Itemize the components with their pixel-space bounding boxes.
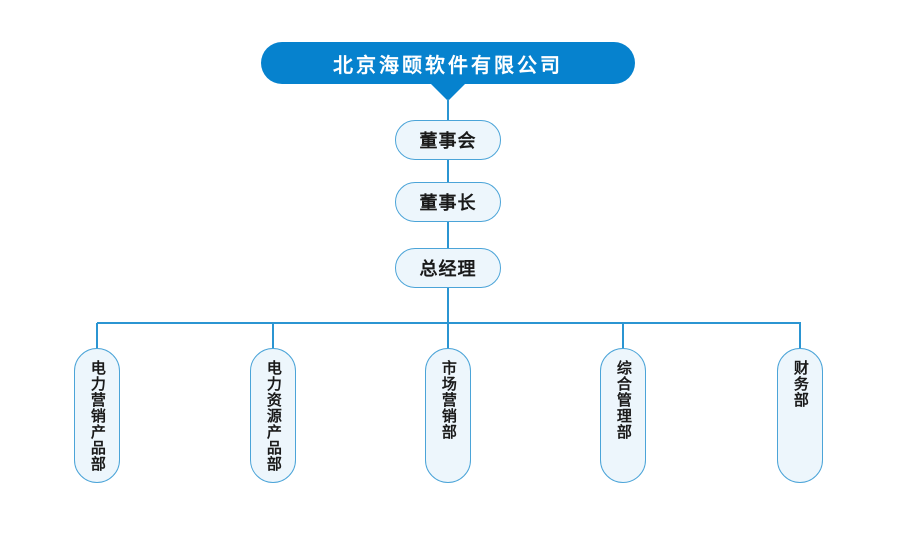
node-chairman: 董事长 — [395, 182, 501, 222]
dept-label: 财务部 — [791, 360, 809, 408]
company-name: 北京海颐软件有限公司 — [333, 54, 563, 77]
connector-line — [447, 323, 449, 349]
connector-line — [799, 323, 801, 349]
dept-marketing: 市场营销部 — [425, 348, 471, 483]
connector-line — [272, 323, 274, 349]
dept-label: 综合管理部 — [614, 360, 632, 440]
dept-power-marketing-products: 电力营销产品部 — [74, 348, 120, 483]
dept-finance: 财务部 — [777, 348, 823, 483]
connector-line — [96, 323, 98, 349]
node-board: 董事会 — [395, 120, 501, 160]
dept-label: 市场营销部 — [439, 360, 457, 440]
dept-power-resources-products: 电力资源产品部 — [250, 348, 296, 483]
node-board-label: 董事会 — [419, 131, 477, 151]
node-general-manager-label: 总经理 — [419, 259, 477, 279]
node-chairman-label: 董事长 — [419, 193, 477, 213]
connector-line — [447, 288, 449, 323]
connector-line — [447, 99, 449, 121]
node-general-manager: 总经理 — [395, 248, 501, 288]
dept-label: 电力资源产品部 — [264, 360, 282, 472]
connector-line — [622, 323, 624, 349]
connector-line — [97, 322, 801, 324]
dept-general-management: 综合管理部 — [600, 348, 646, 483]
dept-label: 电力营销产品部 — [88, 360, 106, 472]
connector-line — [447, 222, 449, 248]
connector-line — [447, 160, 449, 182]
company-node: 北京海颐软件有限公司 — [261, 42, 635, 84]
